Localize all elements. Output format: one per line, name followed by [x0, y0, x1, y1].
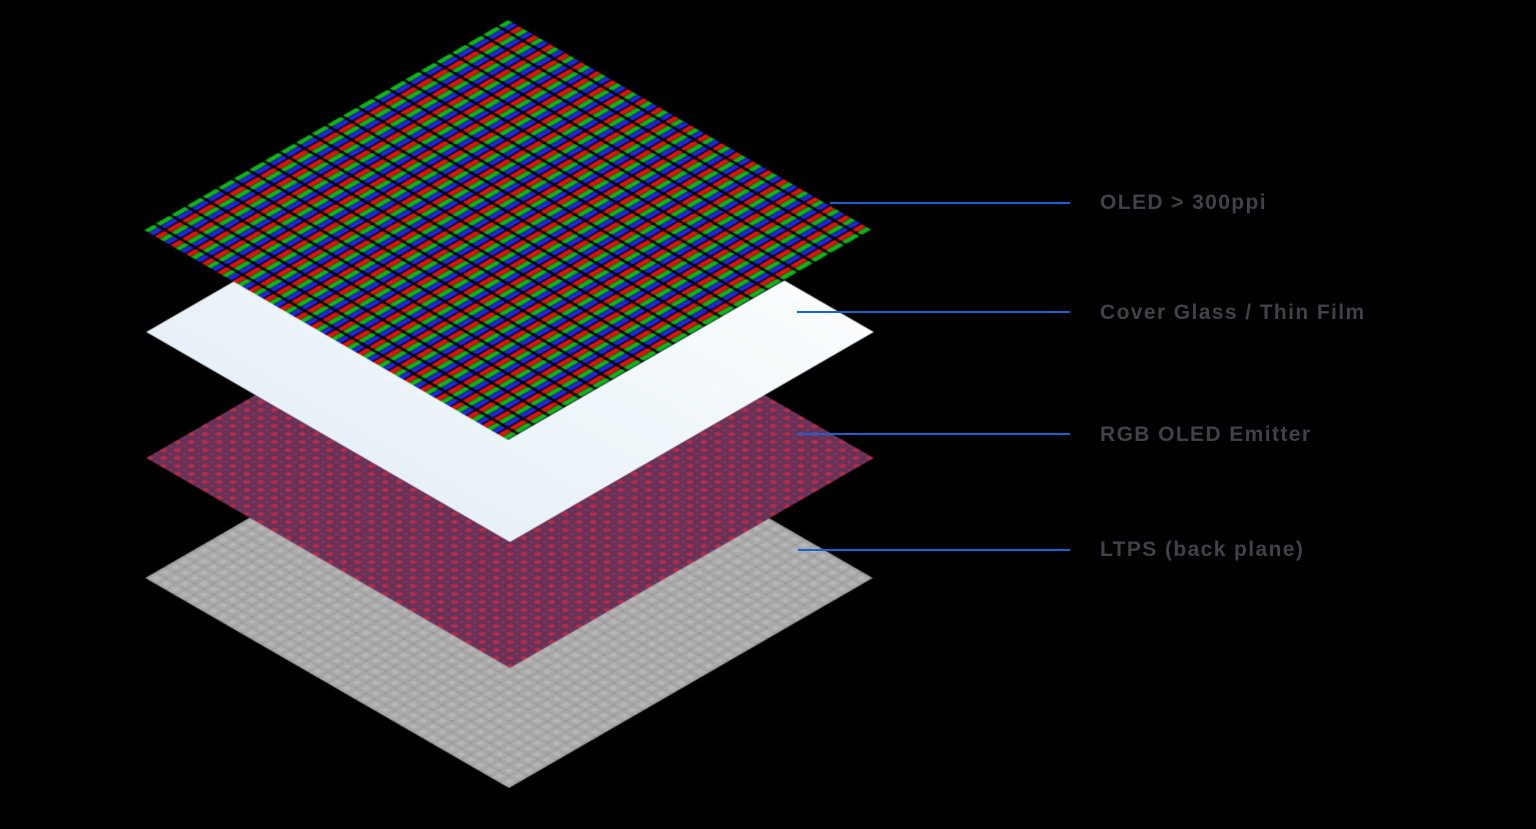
connector-lines [797, 202, 1070, 551]
label-rgb-oled-emitter: RGB OLED Emitter [1100, 423, 1312, 446]
layer-oled-pixels [144, 20, 872, 440]
label-oled: OLED > 300ppi [1100, 191, 1267, 214]
label-ltps-backplane: LTPS (back plane) [1100, 538, 1305, 561]
label-cover-glass: Cover Glass / Thin Film [1100, 301, 1366, 324]
